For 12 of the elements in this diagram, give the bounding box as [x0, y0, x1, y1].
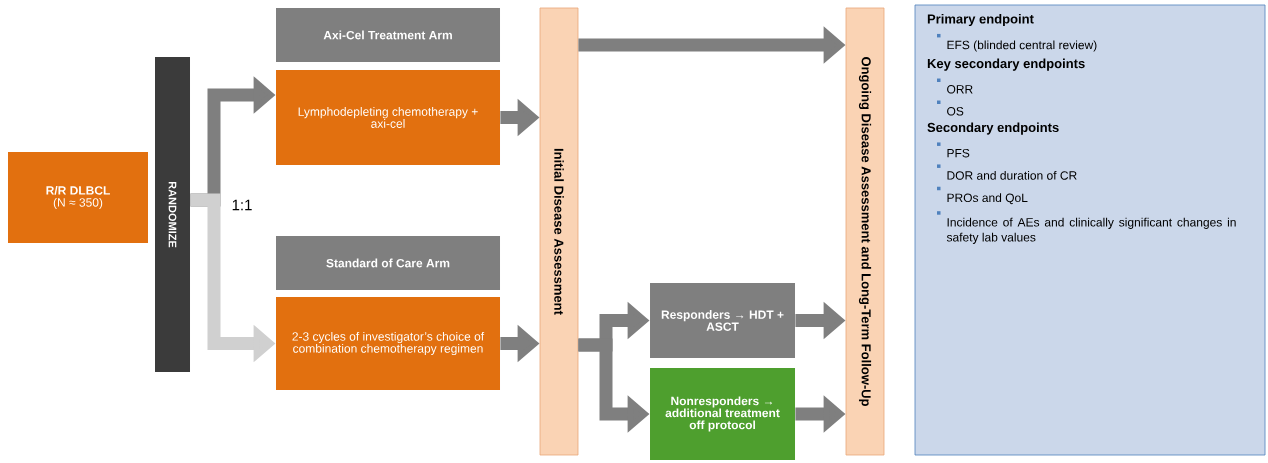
outcome-box: Nonresponders → additional treatment off protocol [650, 368, 795, 460]
arm-header-box: Axi-Cel Treatment Arm [276, 8, 500, 62]
follow-up-bar: Ongoing Disease Assessment and Long-Term Follow-Up [845, 7, 885, 456]
randomize-bar: RANDOMIZE [155, 57, 190, 372]
ratio-label: 1:1 [232, 199, 252, 211]
treatment-box: 2-3 cycles of investigator’s choice of combination chemotherapy regimen [276, 297, 500, 390]
outcome-box: Responders → HDT + ASCT [650, 283, 795, 358]
assessment-bar: Initial Disease Assessment [539, 7, 579, 456]
arm-header-box: Standard of Care Arm [276, 236, 500, 290]
treatment-box: Lymphodepleting chemotherapy + axi-cel [276, 70, 500, 165]
population-box: R/R DLBCL (N ≈ 350) [8, 152, 148, 243]
endpoints-panel: Primary endpoint EFS (blinded central review) Key secondary endpoints ORR OS Secondary endpoints PFS DOR and duration of CR PROs and QoL Incidence of AEs and clinically significant changes in safety lab values [914, 4, 1266, 456]
